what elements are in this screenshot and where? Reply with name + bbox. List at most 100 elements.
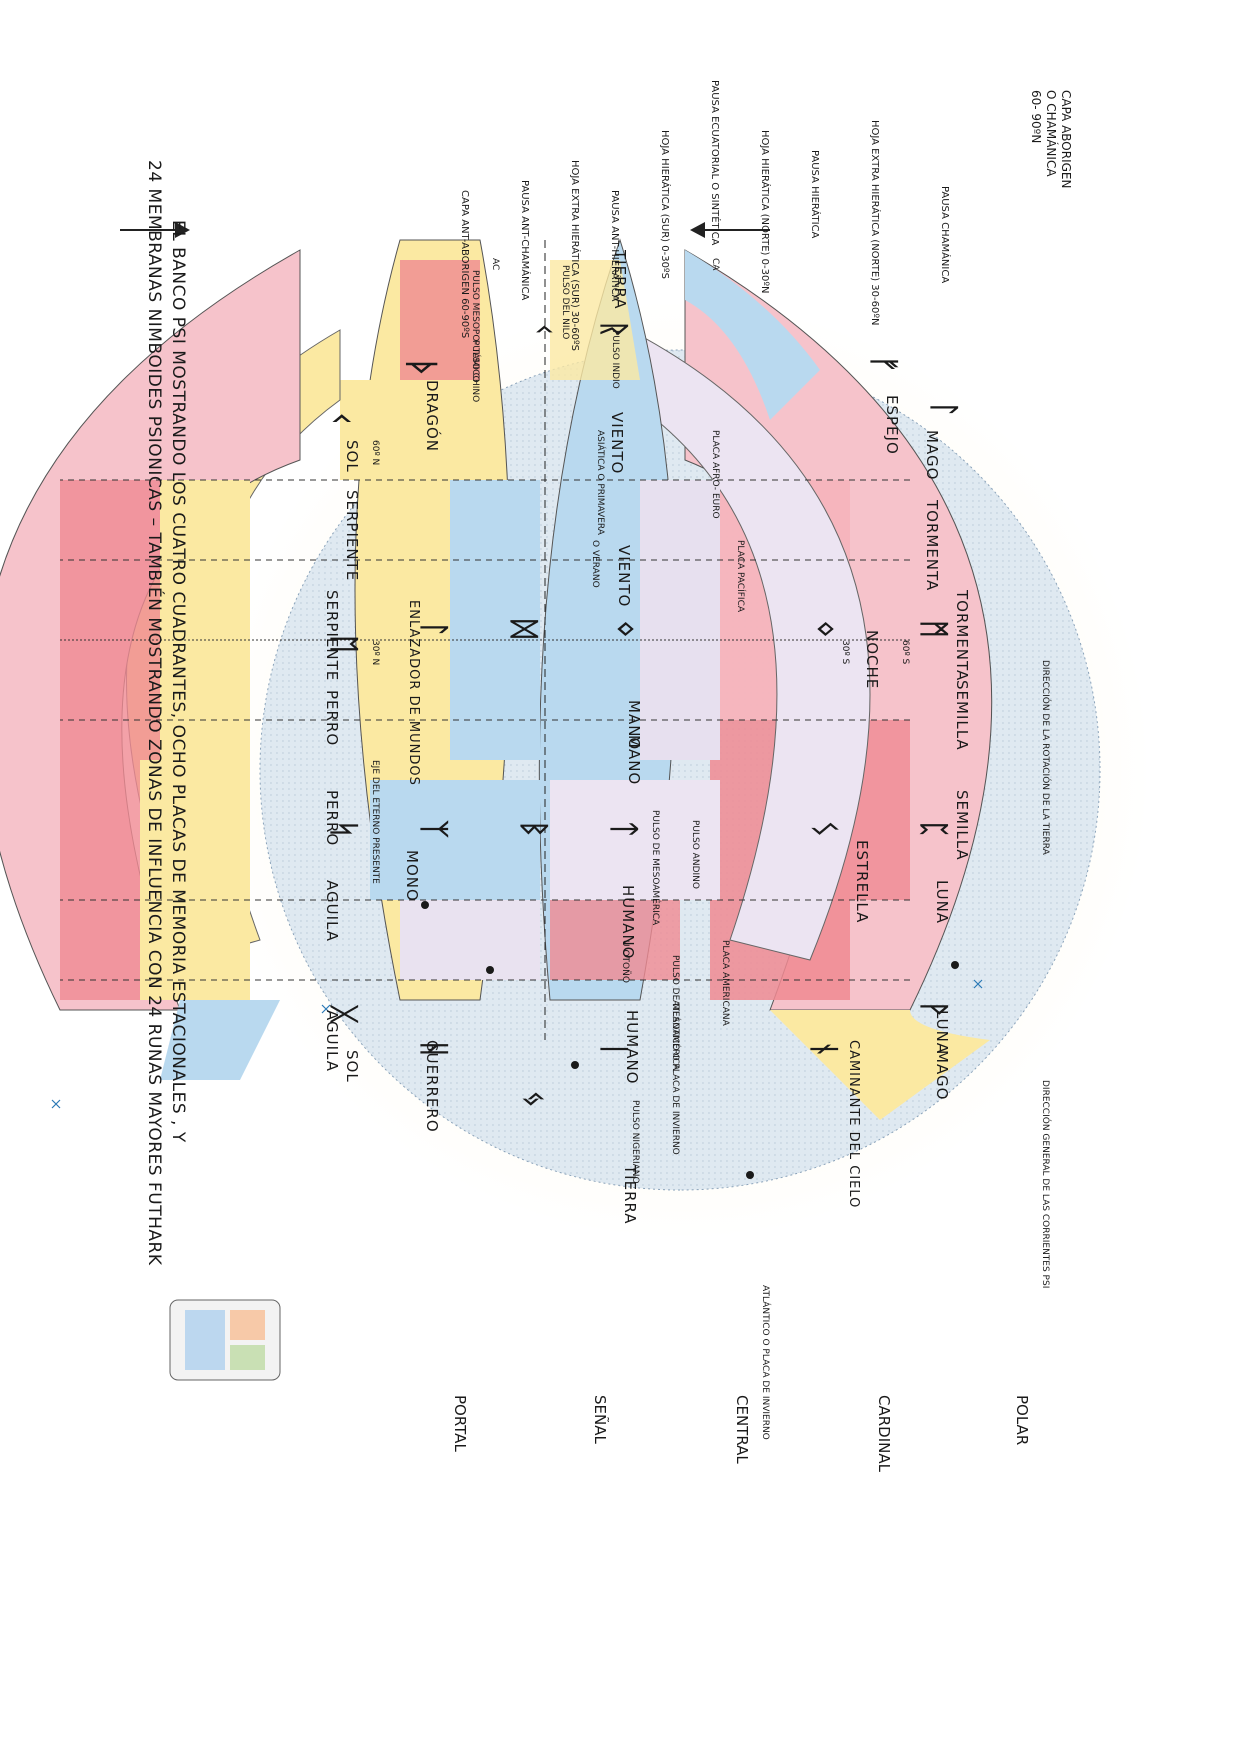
block-serpiente <box>550 900 680 980</box>
sign-semilla-right: SEMILLA <box>953 790 971 861</box>
axis-rotacion-label: DIRECCIÓN DE LA ROTACIÓN DE LA TIERRA <box>1040 660 1050 855</box>
lat-30n: 30º N <box>370 640 380 666</box>
axis-eterno-label: EJE DEL ETERNO PRESENTE <box>370 760 380 884</box>
plate-asiatica: ASIÁTICA O PRIMAVERA <box>595 430 605 535</box>
sign-tormenta-top: TORMENTA <box>923 500 941 592</box>
pulse-nilo: PULSO DEL NILO <box>560 265 570 340</box>
arc-blue-left-top <box>685 250 820 420</box>
plate-afro-euro: PLACA AFRO- EURO <box>710 430 720 519</box>
sign-mago-bottom: MAGO <box>933 1050 951 1101</box>
sign-caminante: CAMINANTE DEL CIELO <box>846 1040 861 1209</box>
block-humano-yellow <box>160 480 250 760</box>
rune-viento: ᛞ <box>506 620 541 638</box>
sign-sol-bottom: SOL <box>343 1050 361 1083</box>
rune-serpiente: ᛖ <box>326 635 361 653</box>
row-label-cardinal: CARDINAL <box>875 1395 893 1472</box>
rune-mago: ᛚ <box>926 400 961 418</box>
lat-60s: 60º S <box>900 640 910 665</box>
arc-lavender-top <box>629 329 871 961</box>
block-luna-bottom <box>400 260 480 380</box>
lat-60n: 60º N <box>370 440 380 466</box>
row-label-portal: PORTAL <box>451 1395 469 1452</box>
lat-30s: 30º S <box>840 640 850 665</box>
block-perro <box>400 900 540 980</box>
layer-pausa-ant-chamanica: PAUSA ANT-CHAMÁNICA <box>519 180 530 301</box>
layer-hoja-extra-sur: HOJA EXTRA HIERÁTICA (SUR) 30-60ºS <box>569 160 580 352</box>
rune-humano-a: ᛒ <box>516 820 551 838</box>
sign-aguila-left: AGUILA <box>323 880 341 942</box>
rune-caminante: ᚾ <box>806 1040 841 1058</box>
sign-mago-top: MAGO <box>923 430 941 481</box>
sign-serpiente-top: SERPIENTE <box>343 490 361 582</box>
rune-nilo: ᚲ <box>526 320 561 338</box>
rune-dragon: ᚦ <box>401 358 441 379</box>
sign-luna-left: LUNA <box>933 880 951 925</box>
block-guerrero <box>140 760 250 1000</box>
arc-yellow-right-top <box>770 1010 990 1120</box>
sign-mono: MONO <box>403 850 421 902</box>
pulse-chino: PULSO CHINO <box>470 340 480 403</box>
rune-humano-c: ᛁ <box>596 1040 631 1058</box>
layer-pausa-hieratica: PAUSA HIERÁTICA <box>809 150 820 239</box>
rune-sol: ᚲ <box>321 408 361 429</box>
block-semilla-top <box>550 260 640 380</box>
rune-semilla: ᛈ <box>916 820 951 838</box>
caption-line-1: EL BANCO PSI MOSTRANDO LOS CUATRO CUADRA… <box>168 220 188 1143</box>
pulse-mesoamerica-2: PULSO DE MESOAMÉRICA <box>670 955 680 1071</box>
rune-aguila: ᚷ <box>326 1005 361 1023</box>
row-label-central: CENTRAL <box>733 1395 751 1464</box>
band-viento-right: VIENTO <box>615 545 633 608</box>
rune-perro: ᛋ <box>326 820 361 838</box>
sign-dragon: DRAGÓN <box>423 380 441 453</box>
rune-indio: ᚱ <box>596 320 631 338</box>
block-estrella <box>340 380 480 480</box>
layer-hoja-sur: HOJA HIERÁTICA (SUR) 0-30ºS <box>659 130 670 279</box>
rune-tierra: ᛃ <box>516 1090 551 1108</box>
sign-espejo: ESPEJO <box>883 395 901 455</box>
latitude-lines <box>60 479 910 981</box>
band-mano-right: MANO <box>625 735 643 786</box>
layer-hoja-norte: HOJA HIERÁTICA (NORTE) 0-30ºN <box>759 130 770 294</box>
plate-atlantico-bottom: ATLÁNTICO O PLACA DE INVIERNO <box>760 1285 770 1440</box>
rune-espejo: ᚠ <box>866 355 901 373</box>
layer-hoja-extra-norte: HOJA EXTRA HIERÁTICA (NORTE) 30-60ºN <box>869 120 880 326</box>
plate-americana: PLACA AMERICANA <box>720 940 730 1026</box>
capa-aborigen-3: 60- 90ºN <box>1029 90 1043 144</box>
sign-estrella: ESTRELLA <box>853 840 871 924</box>
capa-aborigen-2: O CHAMÁNICA <box>1044 90 1058 177</box>
plate-verano: O VERANO <box>590 540 600 588</box>
layer-pausa-chamanica: PAUSA CHAMÁNICA <box>939 186 950 284</box>
rune-mono: ᛉ <box>416 820 451 838</box>
block-mano-blue <box>450 480 540 760</box>
pulse-indio: PULSO INDIO <box>610 330 620 389</box>
caption-line-2: 24 MEMBRANAS NIMBOIDES PSIONICAS – TAMBI… <box>144 160 164 1266</box>
pulse-dots <box>421 901 959 1179</box>
pulse-andino: PULSO ANDINO <box>690 820 700 889</box>
sign-tormenta-right: TORMENTA <box>953 590 971 682</box>
plate-pacifica: PLACA PACÍFICA <box>735 540 745 613</box>
sign-noche: NOCHE <box>863 630 881 690</box>
row-label-polar: POLAR <box>1013 1395 1031 1446</box>
rune-luna: ᚹ <box>916 1000 951 1018</box>
block-mono <box>370 780 540 900</box>
rune-mano: ᛜ <box>606 620 641 638</box>
layer-pausa-ecuatorial: PAUSA ECUATORIAL O SINTÉTICA <box>709 80 720 246</box>
rune-humano-b: ᛏ <box>606 820 641 838</box>
layer-capa-ant-aborigen: CAPA ANT-ABORIGEN 60-90ºS <box>459 190 470 339</box>
capa-aborigen-1: CAPA ABORIGEN <box>1059 90 1073 189</box>
row-label-senal: SEÑAL <box>591 1395 609 1444</box>
rune-tormenta: ᛗ <box>916 620 951 638</box>
block-viento-lavender <box>640 480 720 760</box>
rune-enlazador: ᛚ <box>416 620 451 638</box>
rune-noche: ᛜ <box>806 620 841 638</box>
block-aguila <box>160 1000 280 1080</box>
marker-ca: CA <box>710 258 720 271</box>
rune-estrella: ᛊ <box>806 820 841 838</box>
band-viento-left: VIENTO <box>608 412 626 475</box>
rune-guerrero: ᚺ <box>416 1040 451 1058</box>
plate-otono: U OTOÑO <box>620 940 630 983</box>
marker-ac: AC <box>490 258 500 271</box>
